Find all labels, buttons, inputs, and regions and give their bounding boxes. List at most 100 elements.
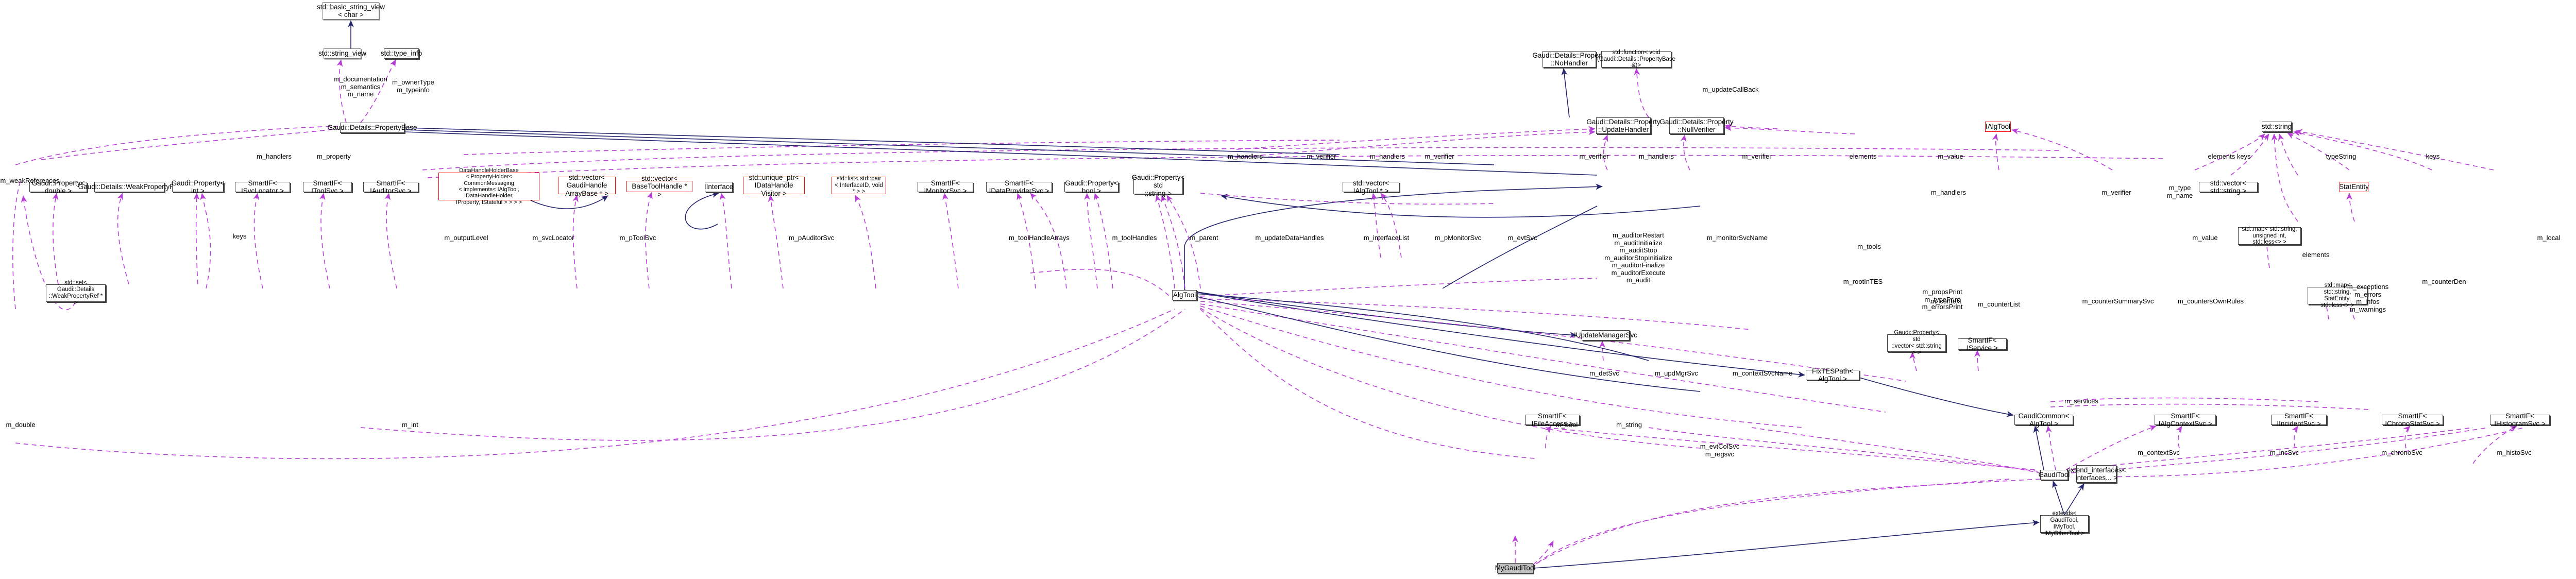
edge-label-lbl-handlers-5: m_handlers (1931, 189, 1966, 196)
edge-label-lbl-evtsvc: m_evtSvc (1507, 234, 1537, 242)
edge-label-lbl-toolhandlearrays: m_toolHandleArrays (1009, 234, 1070, 242)
edge-label-lbl-pmonitorsvc: m_pMonitorSvc (1434, 234, 1482, 242)
edge-label-lbl-keys-2: keys (2426, 152, 2440, 160)
edge-label-lbl-handlers-3: m_handlers (1370, 152, 1405, 160)
edge-label-lbl-elements-2: elements (2302, 251, 2330, 259)
class-node-smartif_isvclocator[interactable]: SmartIF< ISvcLocator > (235, 179, 290, 195)
edge-label-lbl-type-name: m_type m_name (2166, 184, 2193, 199)
class-node-smartif_iincidentsvc[interactable]: SmartIF< IIncidentSvc > (2271, 412, 2327, 428)
edge-label-lbl-parent: m_parent (1190, 234, 1218, 242)
class-node-smartif_ihistogramsvc[interactable]: SmartIF< IHistogramSvc > (2490, 412, 2550, 428)
edge-label-lbl-handlers-4: m_handlers (1639, 152, 1674, 160)
class-node-extends_gauditool[interactable]: extends< GaudiTool, IMyTool, IMyOtherToo… (2040, 510, 2089, 537)
edge-label-lbl-svclocator: m_svcLocator (532, 234, 574, 242)
class-node-smartif_ialgcontextsvc[interactable]: SmartIF< IAlgContextSvc > (2155, 412, 2216, 428)
class-node-map_string_uint[interactable]: std::map< std::string, unsigned int, std… (2238, 226, 2301, 245)
class-node-property_int[interactable]: Gaudi::Property< int > (171, 179, 225, 195)
edge-label-lbl-updmgrsvc: m_updMgrSvc (1655, 369, 1698, 377)
edge-label-lbl-string: m_string (1616, 421, 1642, 429)
class-node-iupdatemanagersvc[interactable]: IUpdateManagerSvc (1574, 330, 1637, 340)
edge-label-lbl-countersownrules: m_countersOwnRules (2178, 297, 2244, 305)
edge-label-lbl-rootintes: m_rootInTES (1843, 278, 1883, 285)
class-node-property_updatehandler[interactable]: Gaudi::Details::Property ::UpdateHandler (1586, 117, 1660, 134)
edge-label-lbl-double: m_double (6, 421, 36, 429)
edge-label-lbl-verifier-6: m_verifier (2102, 189, 2131, 196)
class-node-property_bool[interactable]: Gaudi::Property< bool > (1064, 179, 1118, 195)
edge-label-lbl-counterdem: m_counterDen (2422, 278, 2466, 285)
class-node-algtool[interactable]: AlgTool (1172, 290, 1197, 300)
edge-label-lbl-interfacelist: m_interfaceList (1363, 234, 1410, 242)
edge-label-lbl-handlers-2: m_handlers (1228, 152, 1263, 160)
edge-label-lbl-evtcolsvc: m_evtColSvc m_regsvc (1700, 442, 1740, 458)
edge-label-lbl-verifier-3: m_verifier (1425, 152, 1454, 160)
class-node-property_nohandler[interactable]: Gaudi::Details::Property ::NoHandler (1532, 51, 1606, 67)
edge-label-lbl-verifier-5: m_verifier (1742, 152, 1772, 160)
edge-label-lbl-weakreferences: m_weakReferences (0, 177, 60, 184)
class-node-smartif_idataprovidersvc[interactable]: SmartIF< IDataProviderSvc > (986, 179, 1052, 195)
class-node-vector_basetoolhandle[interactable]: std::vector< BaseToolHandle * > (626, 175, 692, 198)
class-node-smartif_iservice[interactable]: SmartIF< IService > (1958, 336, 2007, 352)
edge-label-lbl-counterlist: m_counterList (1978, 300, 2020, 308)
class-node-property_std_string[interactable]: Gaudi::Property< std ::string > (1131, 174, 1185, 197)
edge-label-lbl-ptoolsvc: m_pToolSvc (619, 234, 656, 242)
class-node-fixtespath_algtool[interactable]: FixTESPath< AlgTool > (1806, 367, 1859, 383)
edge-label-lbl-toolhandles: m_toolHandles (1112, 234, 1157, 242)
class-node-datahandleholderbase[interactable]: DataHandleHolderBase < PropertyHolder< C… (438, 167, 539, 206)
class-node-gauditool[interactable]: GaudiTool (2039, 470, 2070, 480)
class-node-statentity[interactable]: StatEntity (2339, 182, 2369, 192)
class-node-vector_std_string[interactable]: std::vector< std::string > (2199, 179, 2258, 195)
class-node-mygauditool[interactable]: MyGaudiTool (1495, 563, 1535, 573)
edge-label-lbl-propsprint: m_propsPrint m_typePrint m_errorsPrint (1922, 288, 1963, 311)
edge-label-lbl-handlers-1: m_handlers (257, 152, 292, 160)
edge-label-lbl-bool: m_bool (1555, 421, 1578, 429)
class-node-string_view[interactable]: std::string_view (318, 48, 366, 59)
edge-label-lbl-ownertype: m_ownerType m_typeinfo (392, 78, 434, 94)
edge-label-lbl-elements-keys: elements keys (2208, 152, 2251, 160)
edge-label-lbl-local: m_local (2537, 234, 2561, 242)
class-node-list_pair_interfaceid[interactable]: std::list< std::pair < InterfaceID, void… (832, 176, 886, 195)
class-node-vector_ialgtool_ptr[interactable]: std::vector< IAlgTool * > (1343, 179, 1399, 195)
class-node-smartif_imonitorsvc[interactable]: SmartIF< IMonitorSvc > (918, 179, 973, 195)
class-node-property_nullverifier[interactable]: Gaudi::Details::Property ::NullVerifier (1659, 117, 1734, 134)
edge-label-lbl-property-1: m_property (317, 152, 351, 160)
class-node-basic_string_view[interactable]: std::basic_string_view < char > (316, 2, 385, 20)
class-node-ialgtool_top[interactable]: IAlgTool (1985, 122, 2011, 132)
class-node-iinterface[interactable]: IInterface (704, 182, 733, 192)
edge-label-lbl-verifier-2: m_verifier (1307, 152, 1336, 160)
class-node-smartif_iauditorsvc[interactable]: SmartIF< IAuditorSvc > (363, 179, 418, 195)
edge-label-lbl-exceptions-errors: m_exceptions m_errors m_infos m_warnings (2347, 283, 2389, 313)
edge-label-lbl-verifier-4: m_verifier (1579, 152, 1609, 160)
edge-label-lbl-updatecallback: m_updateCallBack (1702, 86, 1759, 93)
edge-label-lbl-auditorrestart: m_auditorRestart m_auditInitialize m_aud… (1604, 231, 1672, 284)
class-node-smartif_ifileaccess[interactable]: SmartIF< IFileAccess > (1525, 412, 1580, 428)
edge-label-lbl-outputlevel: m_outputLevel (444, 234, 488, 242)
class-node-std_string[interactable]: std::string (2262, 122, 2292, 132)
class-node-vector_gaudihandlearraybase[interactable]: std::vector< GaudiHandle ArrayBase * > (558, 174, 616, 197)
edge-label-lbl-histosvc: m_histoSvc (2497, 449, 2532, 456)
edge-label-lbl-context: m_context (1930, 297, 1961, 305)
edge-label-lbl-updatedatahandles: m_updateDataHandles (1255, 234, 1324, 242)
edge-label-lbl-tools: m_tools (1857, 243, 1881, 250)
edge-label-lbl-services: m_services (2064, 397, 2098, 405)
edge-label-lbl-monitorsvcname: m_monitorSvcName (1707, 234, 1768, 242)
class-node-weakpropertyref[interactable]: Gaudi::Details::WeakPropertyRef (78, 182, 180, 192)
class-node-property_vector_string[interactable]: Gaudi::Property< std ::vector< std::stri… (1887, 330, 1946, 356)
class-node-gaudicommon_algtool[interactable]: GaudiCommon< AlgTool > (2014, 412, 2073, 428)
class-node-extend_interfaces[interactable]: extend_interfaces< Interfaces... > (2066, 465, 2126, 483)
class-node-smartif_itoolsvc[interactable]: SmartIF< IToolSvc > (303, 179, 352, 195)
class-node-map_string_statentity[interactable]: std::map< std::string, StatEntity, std::… (2308, 282, 2367, 309)
edge-label-lbl-elements-1: elements (1849, 152, 1877, 160)
class-node-smartif_ichronostatsvc[interactable]: SmartIF< IChronoStatSvc > (2382, 412, 2443, 428)
edge-label-lbl-contextsvcname: m_contextSvcName (1732, 369, 1793, 377)
class-node-set_weakpropertyref[interactable]: std::set< Gaudi::Details ::WeakPropertyR… (46, 280, 106, 306)
edge-label-lbl-incsvc: m_incSvc (2269, 449, 2299, 456)
class-node-type_info[interactable]: std::type_info (381, 48, 422, 59)
class-node-unique_ptr_idatahandlevisitor[interactable]: std::unique_ptr< IDataHandle Visitor > (743, 174, 805, 197)
class-node-property_base[interactable]: Gaudi::Details::PropertyBase (327, 123, 417, 133)
edge-label-lbl-countersummarysvc: m_counterSummarySvc (2082, 297, 2154, 305)
class-node-std_function_void[interactable]: std::function< void (Gaudi::Details::Pro… (1597, 49, 1676, 69)
edge-label-lbl-value-2: m_value (2192, 234, 2218, 242)
edge-label-lbl-typestring: typeString (2326, 152, 2357, 160)
edge-label-lbl-int: m_int (402, 421, 418, 429)
